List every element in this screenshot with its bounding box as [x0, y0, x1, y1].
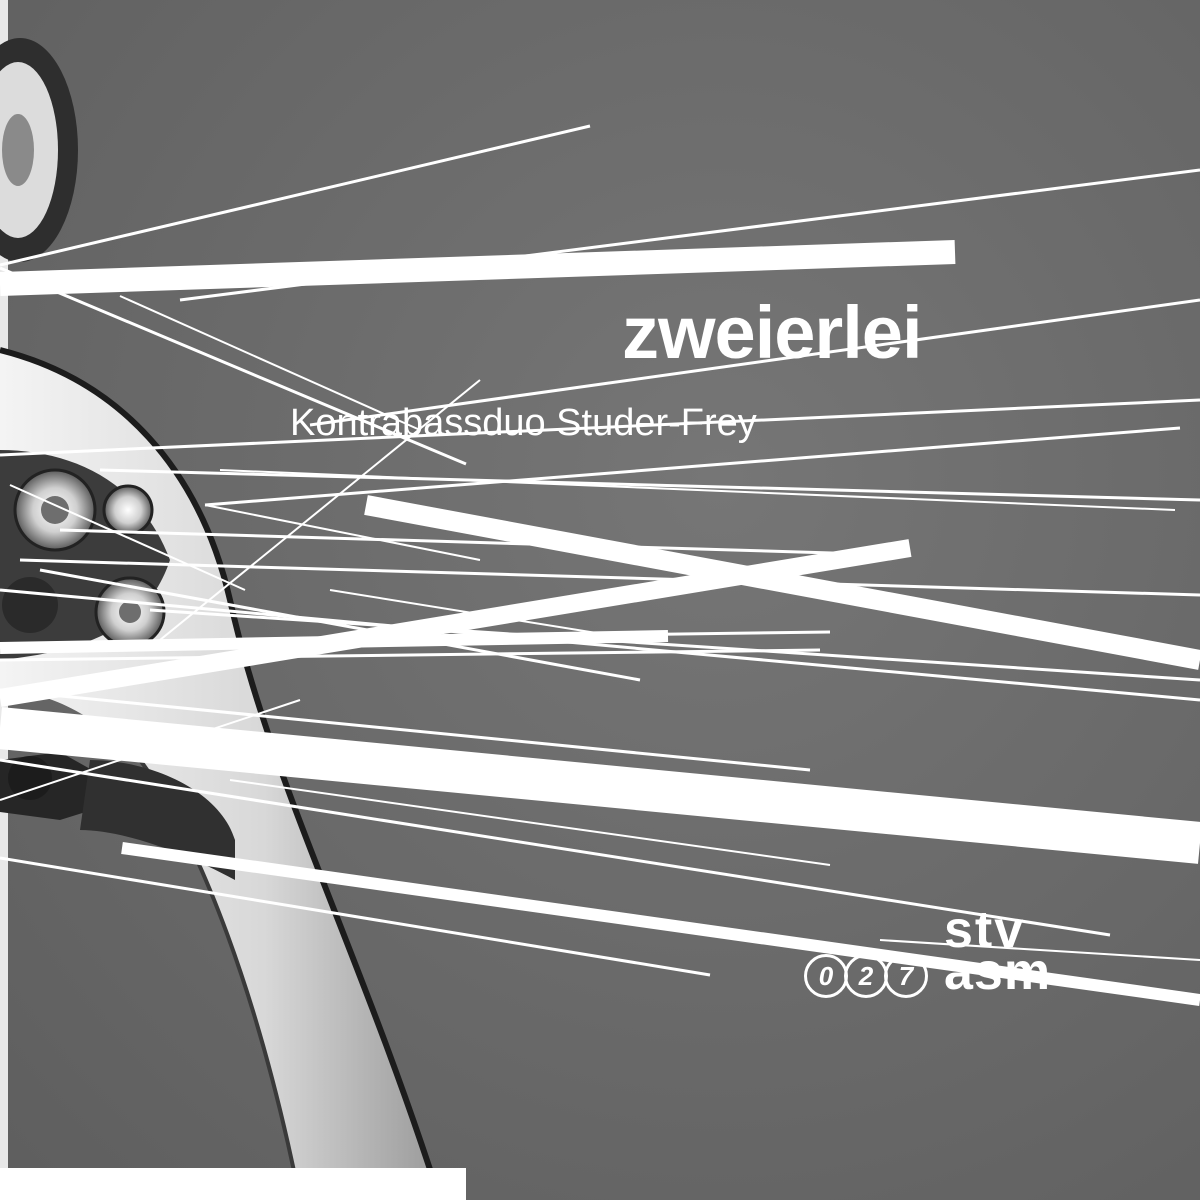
catalog-digit: 0: [804, 954, 848, 998]
line-art: [0, 124, 1200, 1006]
scroll-shape: [0, 38, 78, 262]
album-title: zweierlei: [622, 291, 923, 374]
label-logo-line2: asm: [944, 943, 1052, 1001]
catalog-digit: 2: [844, 954, 888, 998]
catalog-number: 0 2 7: [804, 954, 928, 998]
artist-name: Kontrabassduo Studer-Frey: [290, 402, 757, 444]
catalog-digit: 7: [884, 954, 928, 998]
label-logo-line1: stv: [944, 901, 1026, 959]
